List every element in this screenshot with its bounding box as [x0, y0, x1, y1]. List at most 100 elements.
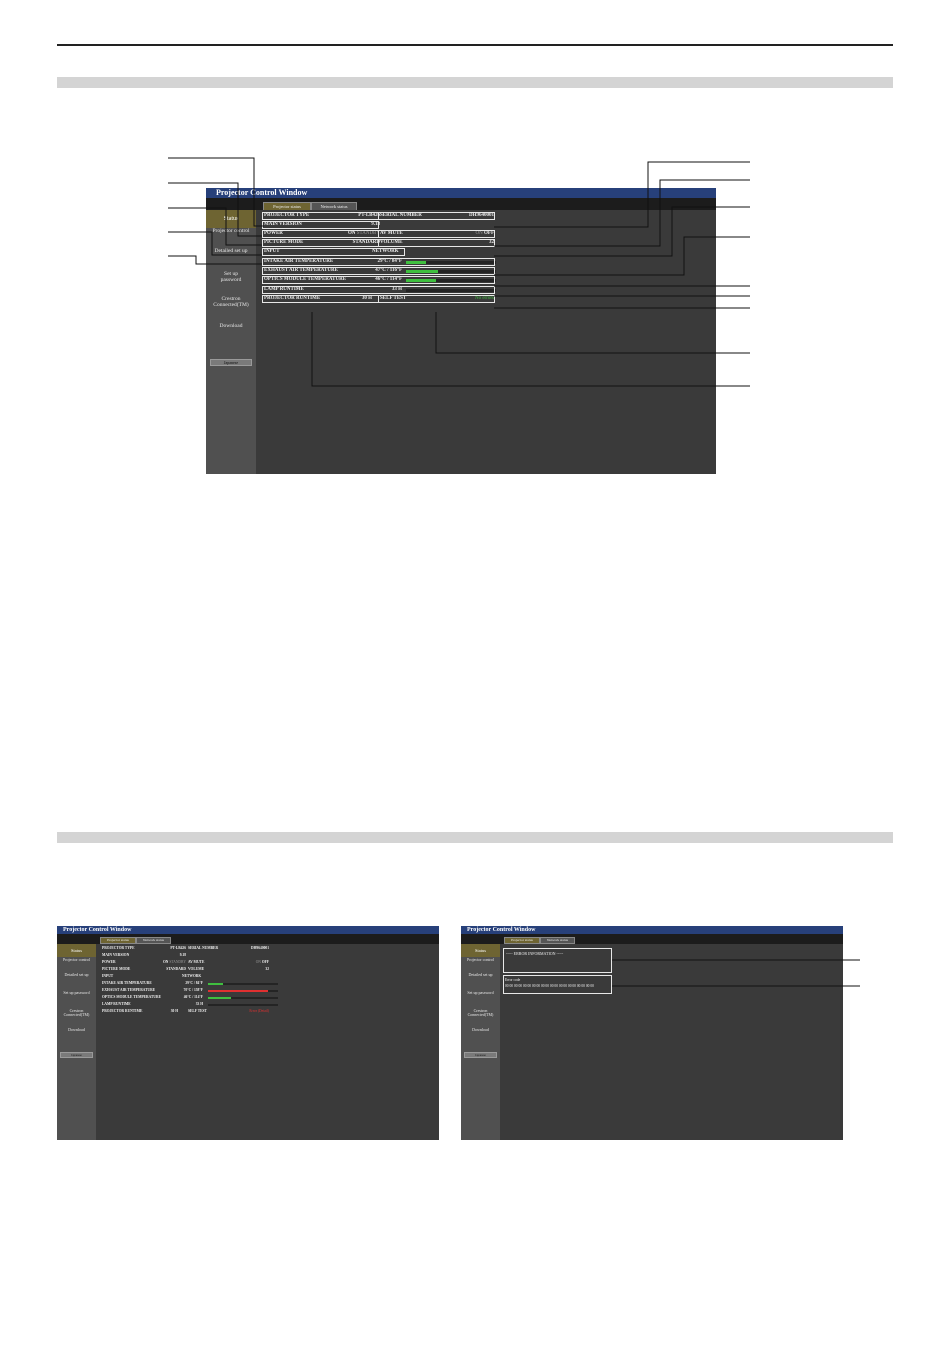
- outline-lamp-runtime: [262, 286, 495, 294]
- self-test-value: No errors: [474, 296, 494, 301]
- projector-runtime-value: 30 H: [361, 296, 372, 301]
- main-version-value: 9.18: [179, 953, 186, 957]
- sidebar-item-status[interactable]: Status: [461, 944, 500, 957]
- exhaust-level-bar: [406, 270, 496, 273]
- japanese-button[interactable]: Japanese: [464, 1052, 497, 1058]
- av-mute-on: ON: [475, 231, 483, 236]
- av-mute-value: ON OFF: [256, 960, 269, 964]
- sidebar-item-projector-control[interactable]: Projector control: [212, 228, 250, 234]
- self-test-value[interactable]: Error (Detail): [249, 1009, 269, 1013]
- error-code-label: Error code: [505, 978, 521, 982]
- outline-power: [262, 230, 379, 238]
- sidebar-item-setup-password[interactable]: Set up password: [467, 990, 494, 995]
- volume-label: VOLUME: [188, 967, 205, 971]
- tab-row: Projector status Network status: [206, 198, 716, 211]
- sidebar-item-status[interactable]: Status: [57, 944, 96, 957]
- av-mute-off: OFF: [484, 231, 494, 236]
- optics-label: OPTICS MODULE TEMPERATURE: [102, 995, 161, 999]
- error-panel: ----- ERROR INFORMATION ----- Error code…: [500, 944, 843, 1140]
- sidebar-item-crestron[interactable]: Crestron Connected(TM): [213, 296, 249, 308]
- tab-network-status[interactable]: Network status: [136, 937, 171, 944]
- lamp-level-bar: [208, 1004, 278, 1006]
- exhaust-value: 47°C / 116°F: [375, 268, 402, 273]
- status-panel: PROJECTOR TYPE PT-LB426 MAIN VERSION 9.1…: [96, 944, 439, 1140]
- picture-mode-value: STANDARD: [166, 967, 186, 971]
- sidebar-item-detailed-setup[interactable]: Detailed set up: [64, 972, 89, 977]
- optics-level-fill: [208, 997, 232, 999]
- sidebar-item-setup-password[interactable]: Set up password: [220, 271, 242, 283]
- optics-level-bar: [208, 997, 278, 999]
- window-title: Projector Control Window: [206, 188, 716, 198]
- exhaust-label: EXHAUST AIR TEMPERATURE: [264, 268, 338, 273]
- sidebar-item-setup-password[interactable]: Set up password: [63, 990, 90, 995]
- japanese-button[interactable]: Japanese: [210, 359, 252, 366]
- input-value: NETWORK: [182, 974, 202, 978]
- section-header-bar-1: [57, 77, 893, 88]
- power-on: ON: [348, 231, 356, 236]
- outline-exhaust: [262, 267, 495, 275]
- input-value: NETWORK: [372, 249, 399, 254]
- sidebar-item-projector-control[interactable]: Projector control: [467, 957, 494, 962]
- exhaust-level-fill: [208, 990, 268, 992]
- japanese-button[interactable]: Japanese: [60, 1052, 93, 1058]
- volume-label: VOLUME: [380, 240, 403, 245]
- outline-projector-type: [262, 212, 379, 220]
- sidebar-item-download[interactable]: Download: [68, 1027, 85, 1032]
- main-version-label: MAIN VERSION: [264, 222, 302, 227]
- outline-error-code: [503, 975, 612, 994]
- picture-mode-label: PICTURE MODE: [264, 240, 304, 245]
- optics-value: 46°C / 114°F: [375, 277, 402, 282]
- outline-optics: [262, 276, 495, 284]
- outline-main-version: [262, 221, 379, 229]
- tab-row: Projector status Network status: [57, 934, 439, 944]
- outline-av-mute: [378, 230, 495, 238]
- optics-level-bar: [406, 279, 496, 282]
- sidebar-item-download[interactable]: Download: [219, 323, 243, 329]
- sidebar-item-detailed-setup[interactable]: Detailed set up: [468, 972, 493, 977]
- exhaust-level-fill: [406, 270, 438, 273]
- lamp-level-bar: [406, 289, 496, 292]
- sidebar-item-detailed-setup[interactable]: Detailed set up: [214, 248, 248, 254]
- tab-projector-status[interactable]: Projector status: [504, 937, 540, 944]
- lamp-runtime-value: 33 H: [195, 1002, 203, 1006]
- projector-runtime-label: PROJECTOR RUNTIME: [102, 1009, 143, 1013]
- power-value: ON STANDBY: [348, 231, 380, 236]
- tab-projector-status[interactable]: Projector status: [100, 937, 136, 944]
- outline-input: [262, 248, 405, 256]
- outline-serial-number: [378, 212, 495, 220]
- av-mute-label: AV MUTE: [380, 231, 403, 236]
- sidebar-item-crestron[interactable]: Crestron Connected(TM): [467, 1008, 494, 1018]
- sidebar-item-crestron[interactable]: Crestron Connected(TM): [63, 1008, 90, 1018]
- projector-type-value: PT-LB426: [170, 946, 186, 950]
- self-test-label: SELF TEST: [380, 296, 407, 301]
- projector-control-window: Projector Control Window Projector statu…: [206, 188, 716, 474]
- status-panel: PROJECTOR TYPE PT-LB426 MAIN VERSION 9.1…: [256, 210, 716, 474]
- sidebar: Status Projector control Detailed set up…: [461, 944, 500, 1140]
- tab-network-status[interactable]: Network status: [540, 937, 575, 944]
- serial-number-label: SERIAL NUMBER: [188, 946, 219, 950]
- projector-runtime-label: PROJECTOR RUNTIME: [264, 296, 321, 301]
- outline-intake: [262, 258, 495, 266]
- error-code-value: 00 00 00 00 00 00 00 00 00 00 00 00 00 0…: [505, 984, 594, 988]
- exhaust-label: EXHAUST AIR TEMPERATURE: [102, 988, 156, 992]
- main-version-value: 9.18: [371, 222, 380, 227]
- volume-value: 32: [489, 240, 494, 245]
- intake-level-bar: [406, 261, 496, 264]
- projector-type-label: PROJECTOR TYPE: [264, 213, 310, 218]
- window-title: Projector Control Window: [461, 926, 843, 934]
- sidebar-item-download[interactable]: Download: [472, 1027, 489, 1032]
- outline-error-information: [503, 948, 612, 973]
- sidebar-item-projector-control[interactable]: Projector control: [63, 957, 90, 962]
- picture-mode-value: STANDARD: [352, 240, 380, 245]
- av-mute-value: ON OFF: [476, 231, 494, 236]
- power-label: POWER: [264, 231, 283, 236]
- power-standby: STANDBY: [356, 231, 380, 236]
- sidebar-item-status[interactable]: Status: [206, 210, 256, 228]
- intake-level-fill: [406, 261, 426, 264]
- power-value: ON STANDBY: [163, 960, 186, 964]
- intake-label: INTAKE AIR TEMPERATURE: [102, 981, 152, 985]
- serial-number-value: DH9640001: [251, 946, 269, 950]
- input-label: INPUT: [102, 974, 114, 978]
- exhaust-value: 70°C / 158°F: [183, 988, 203, 992]
- lamp-runtime-value: 33 H: [391, 287, 402, 292]
